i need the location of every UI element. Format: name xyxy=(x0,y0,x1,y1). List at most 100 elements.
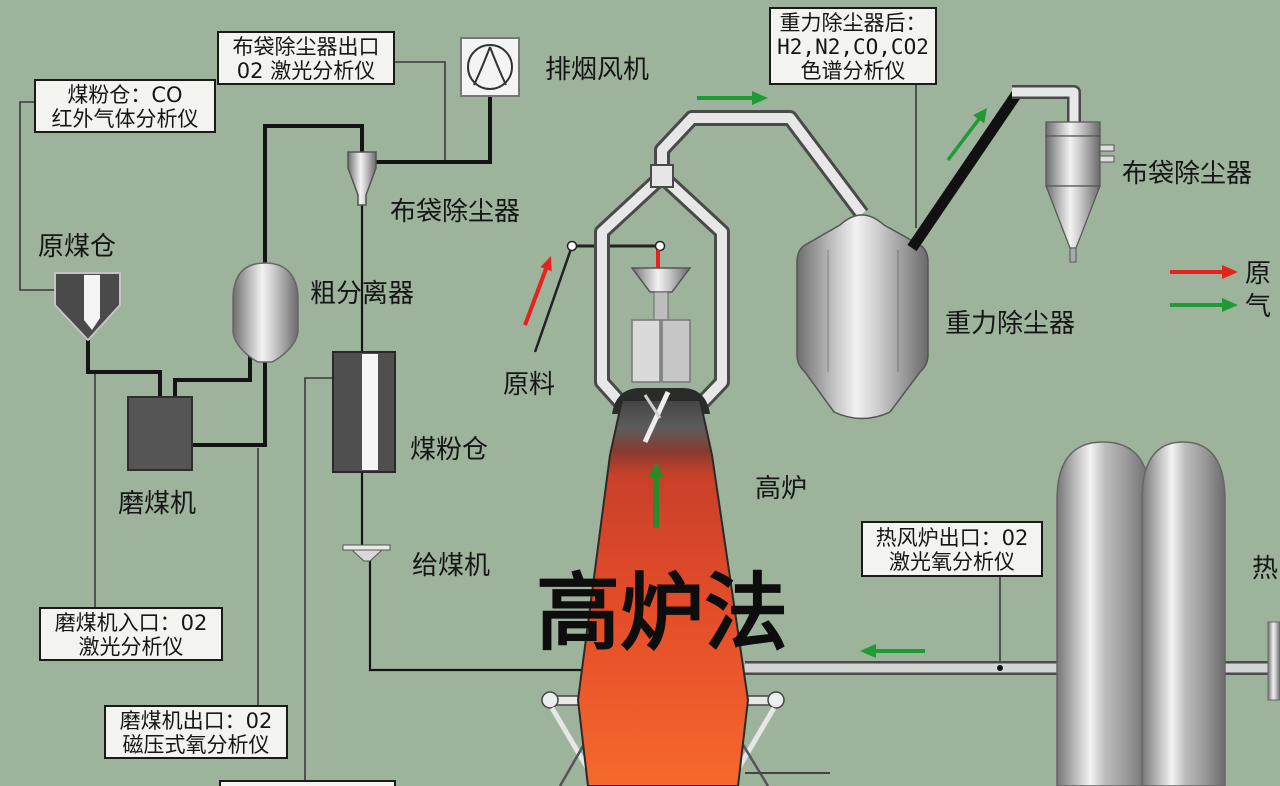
analyzer-box-frame xyxy=(861,521,1043,577)
legend-label: 原 xyxy=(1245,259,1271,289)
pipe-junction xyxy=(650,164,674,188)
analyzer-box-line: 热风炉出口：02 xyxy=(876,526,1029,550)
bag-filter-cap xyxy=(1045,121,1101,137)
analyzer-box-line: 02 激光分析仪 xyxy=(237,59,375,83)
raw-coal-bin-stripe xyxy=(84,275,100,330)
charging-bin-right xyxy=(661,319,691,383)
analyzer-box-line: 红外气体分析仪 xyxy=(52,107,199,131)
analyzer-box-after-gravity-collector: 重力除尘器后： H2,N2,CO,CO2 色谱分析仪 xyxy=(769,7,937,85)
flow-mill-to-separator xyxy=(173,356,252,397)
gravity-dust-collector xyxy=(796,214,929,420)
label-raw-coal-bin: 原煤仓 xyxy=(38,232,116,262)
furnace-chute xyxy=(642,390,671,444)
skip-hoist-wire xyxy=(533,245,574,353)
leader-bottom-analyzer xyxy=(304,377,333,786)
gas-arrow-top xyxy=(697,91,768,105)
bag-filter-nozzle xyxy=(1099,155,1115,163)
label-raw-material: 原料 xyxy=(503,370,555,400)
label-gravity-dust-collector: 重力除尘器 xyxy=(945,309,1075,339)
flow-feeder-to-furnace xyxy=(368,560,582,672)
hot-blast-sample-point xyxy=(997,665,1003,671)
label-coal-feeder: 给煤机 xyxy=(412,551,490,581)
charging-bin-left xyxy=(631,319,661,383)
blast-furnace-body xyxy=(576,399,750,786)
label-coal-mill: 磨煤机 xyxy=(118,489,196,519)
label-bag-filter-coal-side: 布袋除尘器 xyxy=(390,197,520,227)
analyzer-box-line: 重力除尘器后： xyxy=(780,11,927,35)
gas-uptake-pipe xyxy=(594,110,869,408)
analyzer-box-line: 布袋除尘器出口 xyxy=(233,35,380,59)
arrow-head xyxy=(752,91,768,105)
dirty-gas-pipe xyxy=(907,88,1023,252)
label-pulverized-coal-bin: 煤粉仓 xyxy=(410,435,488,465)
analyzer-box-line: 煤粉仓：CO xyxy=(67,83,182,107)
label-coarse-separator: 粗分离器 xyxy=(310,279,414,309)
pulverized-coal-bin-stripe xyxy=(362,354,378,470)
arrow-shaft xyxy=(523,268,548,326)
analyzer-box-frame xyxy=(104,705,288,759)
coarse-separator xyxy=(232,262,299,363)
bag-filter-body xyxy=(1045,135,1101,187)
arrow-head xyxy=(860,644,876,658)
bag-filter-cone xyxy=(1045,185,1101,249)
arrow-shaft xyxy=(946,117,981,162)
arrow-head xyxy=(973,108,987,124)
raw-material-arrow-up xyxy=(523,256,552,326)
legend-arrow-head xyxy=(1222,298,1238,312)
analyzer-box-mill-outlet: 磨煤机出口：02 磁压式氧分析仪 xyxy=(104,705,288,759)
hoist-pulley-left xyxy=(566,240,578,252)
furnace-chute xyxy=(643,394,662,419)
bag-filter-gas-side xyxy=(1045,121,1115,263)
exhaust-fan-frame xyxy=(460,37,520,97)
stove-edge-pipe xyxy=(1267,621,1280,701)
analyzer-box-mill-inlet: 磨煤机入口：02 激光分析仪 xyxy=(39,607,223,661)
fan-blade-icon xyxy=(473,46,507,86)
flow-bag-filter-to-fan xyxy=(376,97,492,164)
analyzer-box-bottom-partial xyxy=(219,780,396,786)
analyzer-box-line: H2,N2,CO,CO2 xyxy=(777,35,929,59)
legend-arrow-head xyxy=(1222,265,1238,279)
fan-icon xyxy=(467,44,513,90)
bag-filter-stem xyxy=(1069,247,1077,263)
label-bag-filter-gas-side: 布袋除尘器 xyxy=(1122,159,1252,189)
label-hot-blast-stove: 热 xyxy=(1252,554,1278,584)
arrow-head xyxy=(540,256,552,272)
analyzer-box-frame xyxy=(217,31,395,85)
hot-blast-stove-2 xyxy=(1141,441,1226,786)
flow-separator-return xyxy=(192,362,267,447)
pipe-fill xyxy=(1012,87,1079,124)
analyzer-box-line: 色谱分析仪 xyxy=(801,59,906,83)
bag-filter-coal-side xyxy=(347,151,377,206)
charging-hopper xyxy=(630,267,692,293)
pipe-outline xyxy=(1012,85,1081,124)
support-node-right xyxy=(767,691,785,709)
coal-feeder-plate xyxy=(342,544,391,551)
leader-bag-filter-outlet xyxy=(394,61,446,160)
analyzer-box-hot-stove-outlet: 热风炉出口：02 激光氧分析仪 xyxy=(861,521,1043,577)
charging-hopper-neck xyxy=(653,291,669,321)
gas-arrow-diagonal xyxy=(946,108,987,162)
pipe-fill xyxy=(664,178,727,406)
analyzer-box-coal-bin-co: 煤粉仓：CO 红外气体分析仪 xyxy=(34,79,216,133)
gas-arrow-furnace-up xyxy=(648,462,664,528)
label-exhaust-fan: 排烟风机 xyxy=(545,55,649,85)
flow-raw-bin-to-mill xyxy=(86,340,162,397)
coal-feeder xyxy=(342,544,391,562)
support-node-left xyxy=(541,691,559,709)
coal-mill xyxy=(127,396,193,471)
analyzer-box-frame xyxy=(34,79,216,133)
pipe-fill xyxy=(657,113,866,217)
leader-coal-bin-co xyxy=(19,101,55,291)
analyzer-box-line: 磨煤机入口：02 xyxy=(55,611,208,635)
analyzer-box-line: 激光氧分析仪 xyxy=(889,550,1015,574)
coal-feeder-cone xyxy=(350,549,384,562)
bag-filter-nozzle xyxy=(1099,144,1115,152)
analyzer-box-frame xyxy=(769,7,937,85)
label-blast-furnace: 高炉 xyxy=(755,474,807,504)
analyzer-box-line: 磨煤机出口：02 xyxy=(120,709,273,733)
analyzer-box-frame xyxy=(39,607,223,661)
legend-gas: 气 xyxy=(1170,292,1271,322)
analyzer-box-line: 磁压式氧分析仪 xyxy=(123,733,270,757)
analyzer-box-line: 激光分析仪 xyxy=(79,635,184,659)
